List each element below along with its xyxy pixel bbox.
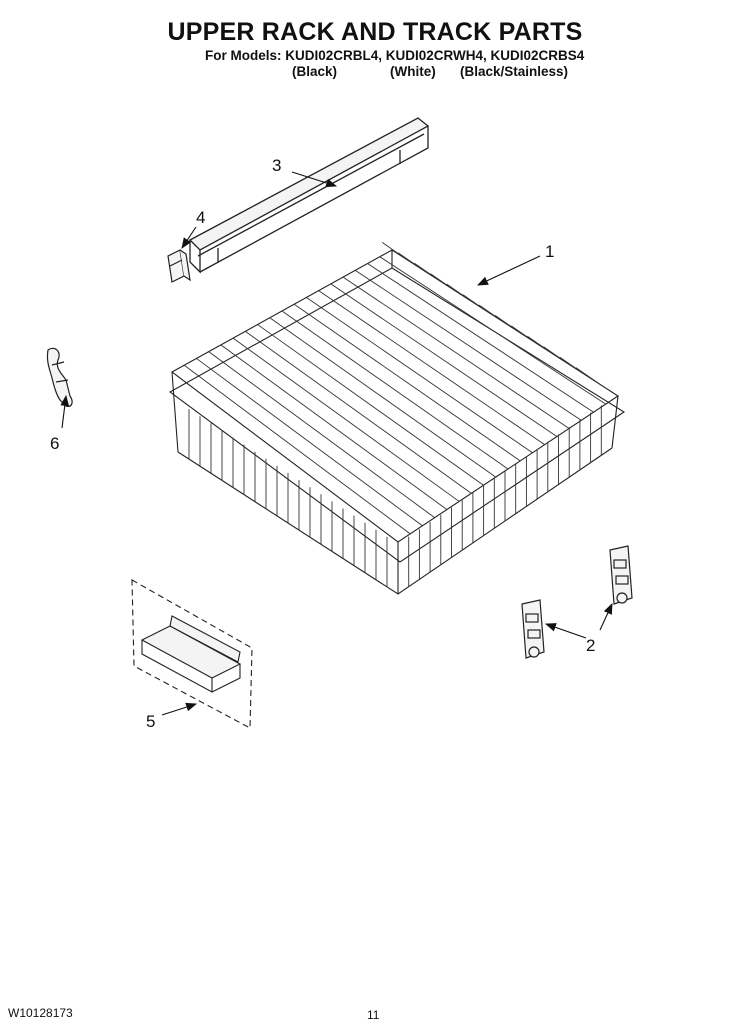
upper-rack <box>168 249 626 595</box>
page-number: 11 <box>367 1008 380 1022</box>
page-title: UPPER RACK AND TRACK PARTS <box>167 18 583 46</box>
track-rail <box>188 117 430 274</box>
callout-6: 6 <box>50 434 60 453</box>
callout-4: 4 <box>196 208 206 227</box>
hose-clip <box>46 347 73 407</box>
rack-handle-kit <box>131 579 253 729</box>
finish-black-stainless: (Black/Stainless) <box>460 64 569 79</box>
rack-wires <box>183 242 607 587</box>
leader-arrows <box>60 171 613 716</box>
callout-2: 2 <box>586 636 596 655</box>
models-line: For Models: KUDI02CRBL4, KUDI02CRWH4, KU… <box>205 48 585 63</box>
callout-5: 5 <box>146 712 156 731</box>
finish-white: (White) <box>390 64 436 79</box>
callout-3: 3 <box>272 156 282 175</box>
finish-black: (Black) <box>292 64 338 79</box>
callout-1: 1 <box>545 242 555 261</box>
document-number: W10128173 <box>8 1006 73 1020</box>
rack-adjuster-left <box>521 599 545 659</box>
track-end-cap <box>167 249 191 283</box>
rack-adjuster-right <box>609 545 633 605</box>
